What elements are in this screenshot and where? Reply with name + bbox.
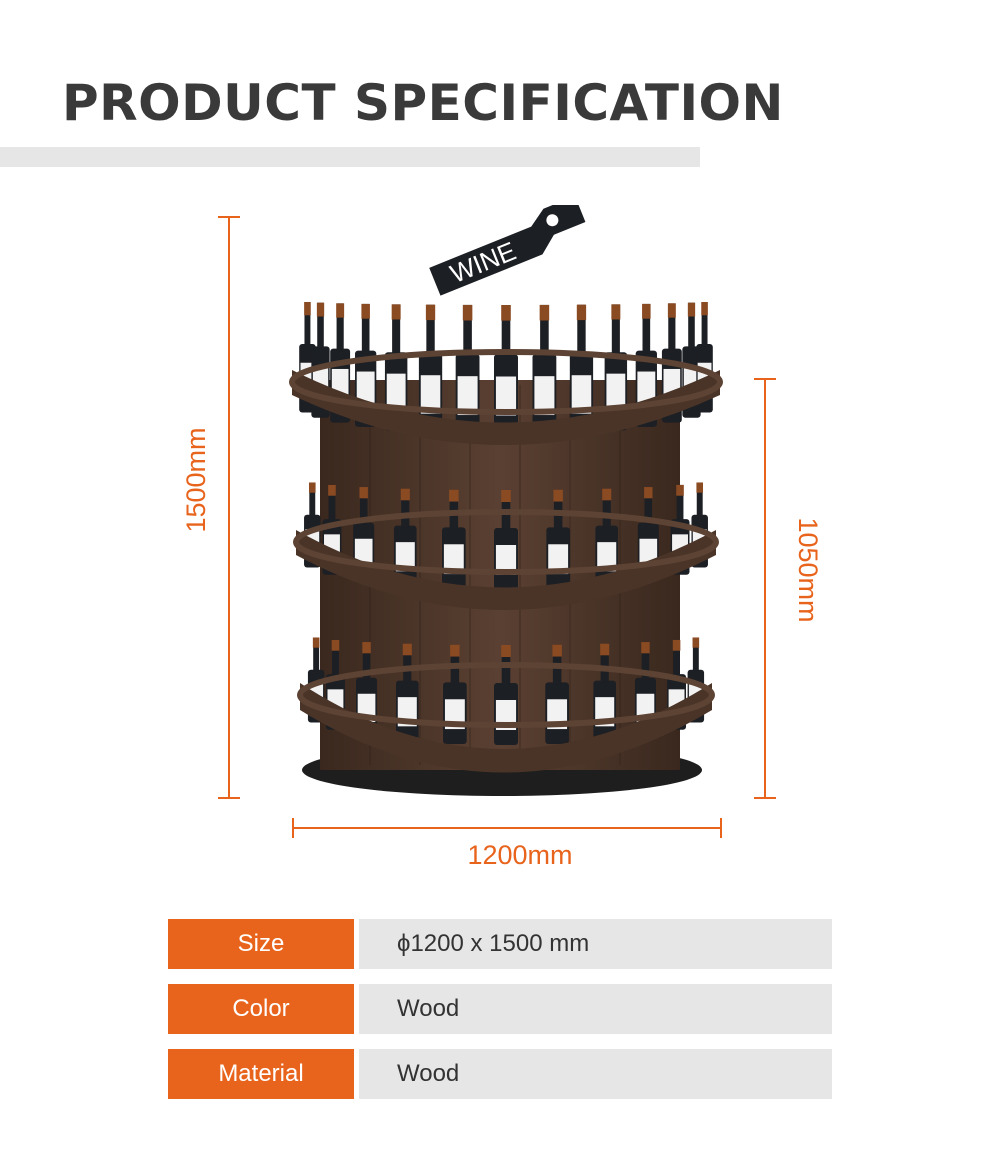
wine-bottle (532, 304, 557, 435)
spec-label: Material (168, 1049, 354, 1099)
wine-bottle (418, 304, 443, 433)
spec-label: Size (168, 919, 354, 969)
width-dim-line (292, 827, 722, 829)
height-dim-line (228, 216, 230, 799)
shelf-dim-line (764, 378, 766, 799)
wine-display-rack-illustration: WINE (289, 205, 723, 796)
middle-shelf-rim (296, 530, 716, 610)
spec-row-size: Size ϕ1200 x 1500 mm (168, 919, 832, 969)
bottom-shelf-rim (300, 683, 712, 773)
spec-value: Wood (359, 984, 832, 1034)
wine-bottle (569, 304, 594, 433)
title-underline-bar (0, 147, 700, 167)
wine-bottle (455, 304, 480, 435)
wine-sign-text: WINE (446, 236, 520, 289)
width-dim-right-tick (720, 818, 722, 838)
page-title: PRODUCT SPECIFICATION (62, 74, 784, 132)
wine-bottle (494, 305, 518, 435)
shelf-dim-label: 1050mm (793, 517, 823, 623)
spec-row-material: Material Wood (168, 1049, 832, 1099)
width-dim-label: 1200mm (467, 840, 573, 870)
wine-bottle (593, 643, 617, 741)
spec-value: Wood (359, 1049, 832, 1099)
spec-value: ϕ1200 x 1500 mm (359, 919, 832, 969)
top-shelf-rim (292, 370, 720, 445)
height-dim-bottom-tick (218, 797, 240, 799)
wine-sign: WINE (429, 205, 586, 296)
spec-row-color: Color Wood (168, 984, 832, 1034)
spec-label: Color (168, 984, 354, 1034)
shelf-dim-bottom-tick (754, 797, 776, 799)
height-dim-label: 1500mm (181, 427, 211, 533)
